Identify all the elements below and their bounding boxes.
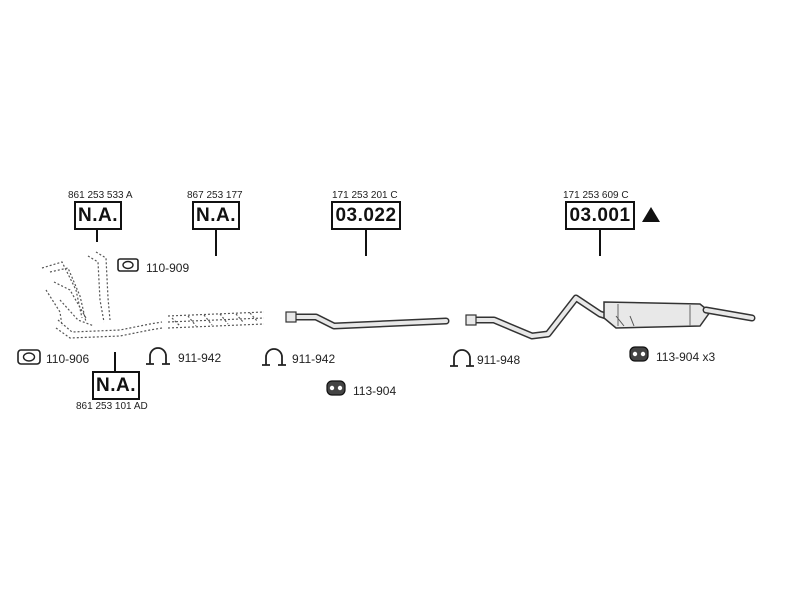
- warning-triangle-icon: [642, 207, 660, 222]
- rubber-mount-icon: [326, 380, 346, 396]
- part-ref-number: 861 253 101 AD: [76, 401, 148, 412]
- part-ref-number: 171 253 609 C: [563, 190, 629, 201]
- part-number-box[interactable]: N.A.: [74, 201, 122, 230]
- intermediate-pipe-part: [167, 311, 265, 329]
- part-ref-number: 867 253 177: [187, 190, 243, 201]
- leader-line: [599, 230, 601, 256]
- accessory-code: 911-942: [178, 351, 222, 365]
- accessory-code: 113-904: [353, 384, 397, 398]
- accessory-code: 911-942: [292, 352, 336, 366]
- gasket-icon: [117, 258, 139, 272]
- part-ref-number: 171 253 201 C: [332, 190, 398, 201]
- leader-line: [215, 230, 217, 256]
- rear-silencer-part: [465, 294, 756, 340]
- leader-line: [114, 352, 116, 372]
- part-number-box[interactable]: N.A.: [92, 371, 140, 400]
- clamp-icon: [262, 348, 286, 366]
- accessory-code: 110-906: [46, 352, 90, 366]
- gasket-icon: [17, 349, 41, 365]
- part-number-box[interactable]: 03.022: [331, 201, 401, 230]
- accessory-code: 911-948: [477, 353, 521, 367]
- rubber-mount-icon: [629, 346, 649, 362]
- part-number-box[interactable]: 03.001: [565, 201, 635, 230]
- front-pipe-part: [285, 311, 450, 330]
- accessory-code: 110-909: [146, 261, 190, 275]
- leader-line: [365, 230, 367, 256]
- manifold-downpipe-part: [41, 251, 163, 339]
- clamp-icon: [146, 347, 170, 365]
- part-number-box[interactable]: N.A.: [192, 201, 240, 230]
- accessory-code: 113-904 x3: [656, 350, 716, 364]
- leader-line: [96, 230, 98, 242]
- part-ref-number: 861 253 533 A: [68, 190, 133, 201]
- clamp-icon: [450, 349, 474, 367]
